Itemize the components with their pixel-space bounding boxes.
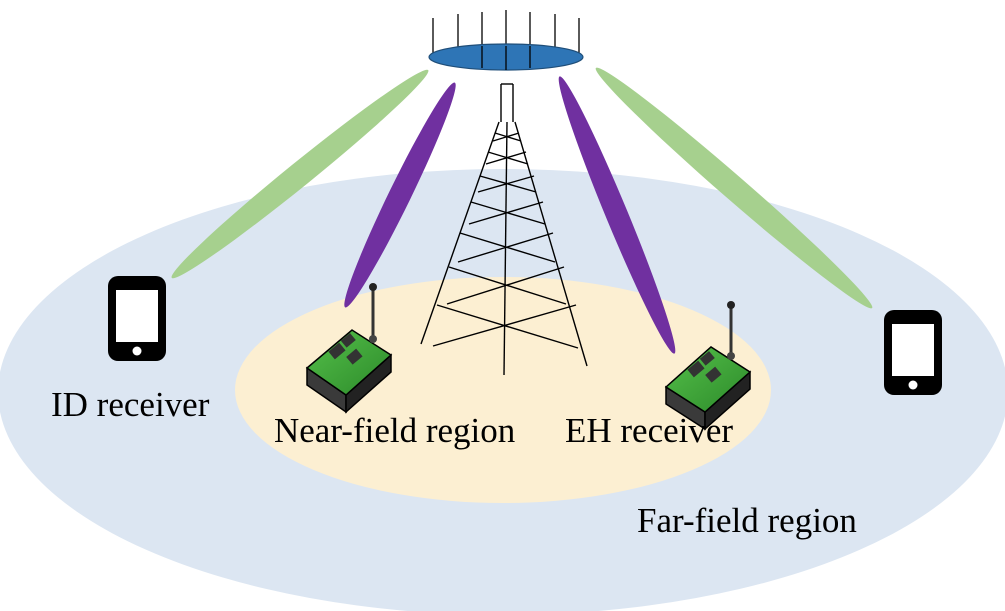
smartphone-icon	[884, 310, 942, 395]
eh-receiver-board-icon	[664, 301, 752, 431]
near-field-region	[235, 277, 771, 503]
id-receiver-label: ID receiver	[51, 385, 210, 424]
purple-beam-right	[558, 76, 676, 354]
green-beam-right	[595, 67, 873, 309]
eh-receiver-label: EH receiver	[565, 411, 734, 450]
near-field-region-label: Near-field region	[274, 411, 516, 450]
far-field-region-label: Far-field region	[637, 501, 857, 540]
purple-beam-left	[344, 82, 456, 308]
green-beam-left	[171, 69, 429, 279]
antenna-array-icon	[428, 10, 584, 71]
smartphone-icon	[108, 276, 166, 361]
tower-icon	[420, 83, 588, 376]
eh-receiver-board-icon	[305, 283, 393, 414]
